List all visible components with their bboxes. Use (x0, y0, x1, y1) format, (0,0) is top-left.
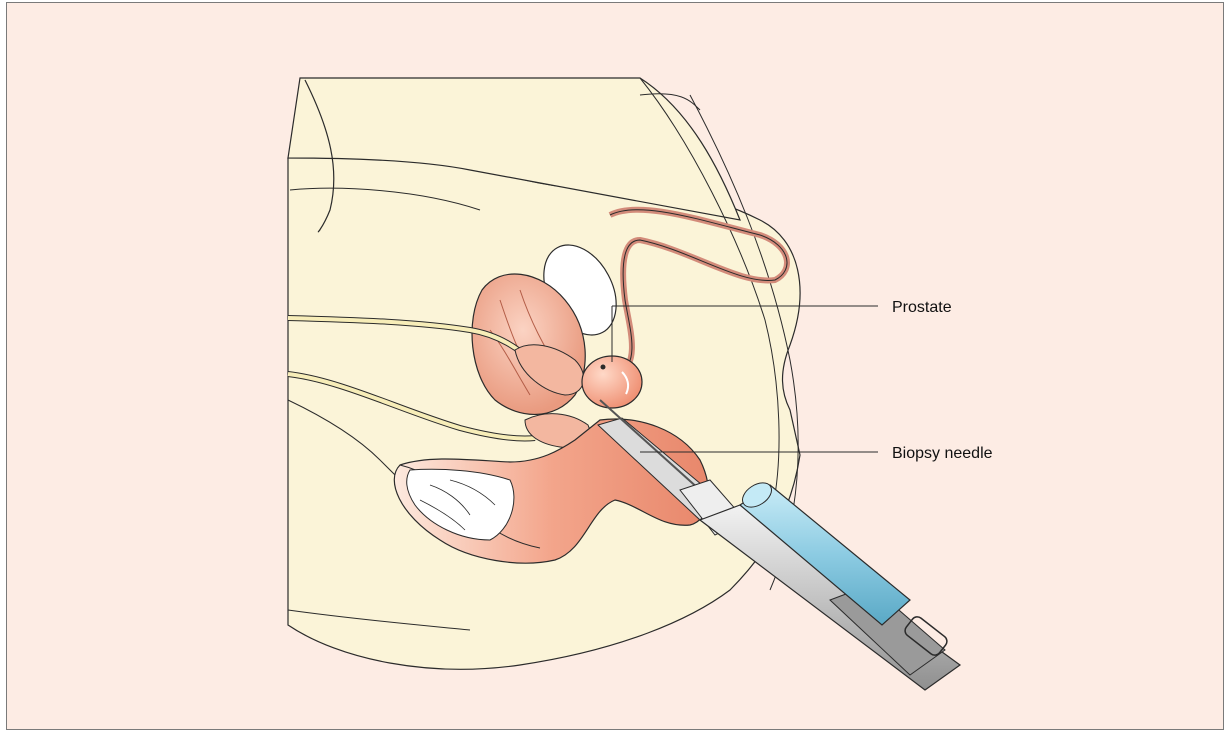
biopsy-needle-label: Biopsy needle (892, 445, 993, 462)
prostate-gland (582, 356, 642, 408)
prostate-label: Prostate (892, 299, 952, 316)
